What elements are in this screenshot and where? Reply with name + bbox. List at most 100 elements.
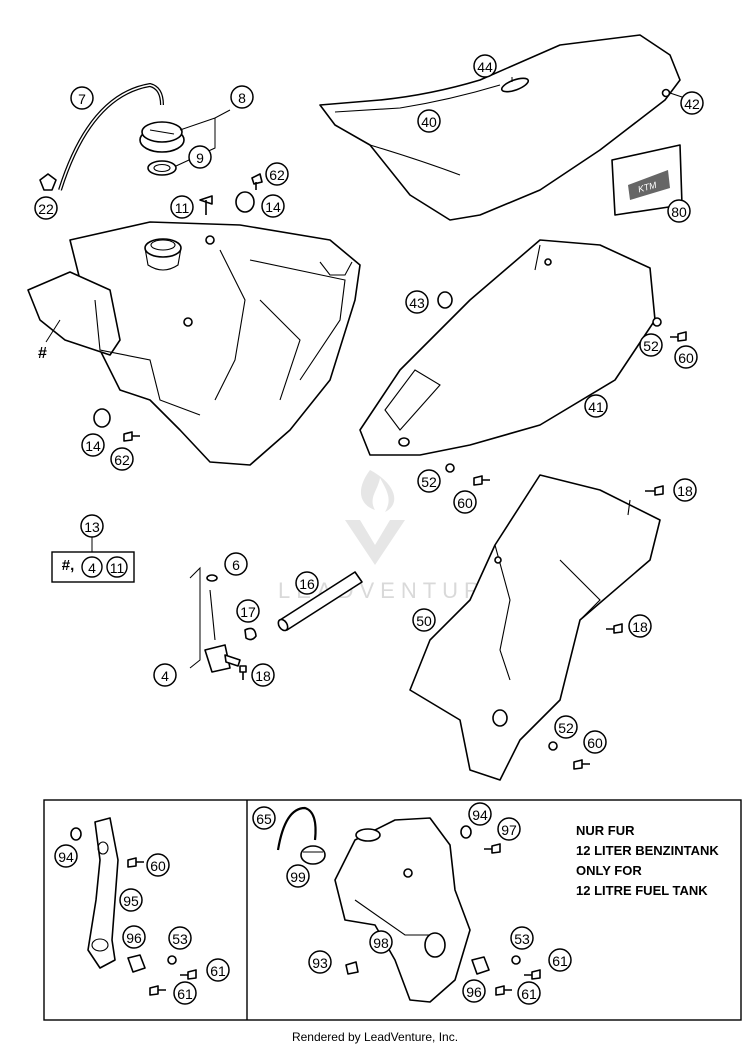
- svg-text:52: 52: [643, 338, 659, 354]
- svg-text:17: 17: [240, 604, 256, 620]
- svg-text:8: 8: [238, 90, 246, 106]
- fuel-petcock: [204, 574, 241, 673]
- svg-text:18: 18: [255, 668, 271, 684]
- decal-text: KTM: [637, 180, 658, 195]
- bushing-94-a: [70, 827, 82, 841]
- tank-note: NUR FUR 12 LITER BENZINTANK ONLY FOR 12 …: [576, 823, 719, 898]
- svg-text:62: 62: [114, 452, 130, 468]
- callout-40: 40: [417, 109, 441, 133]
- seat: [319, 34, 681, 221]
- side-panel-right: [409, 474, 661, 781]
- callout-6: 6: [224, 552, 248, 576]
- callout-14-bottom: 14: [81, 433, 105, 457]
- note-line-4: 12 LITRE FUEL TANK: [576, 883, 708, 898]
- bolt-61-d: [495, 985, 512, 996]
- svg-text:14: 14: [85, 438, 101, 454]
- svg-text:61: 61: [521, 986, 537, 1002]
- svg-text:61: 61: [210, 963, 226, 979]
- callout-98: 98: [369, 930, 393, 954]
- screw-18-b: [239, 665, 247, 680]
- svg-text:53: 53: [172, 931, 188, 947]
- svg-text:7: 7: [78, 91, 86, 107]
- fuel-cap: [139, 121, 185, 153]
- callout-61-b: 61: [173, 981, 197, 1005]
- callout-18-b: 18: [251, 663, 275, 687]
- svg-text:62: 62: [269, 167, 285, 183]
- nut-96-b: [471, 956, 490, 975]
- svg-text:97: 97: [501, 822, 517, 838]
- svg-text:80: 80: [671, 204, 687, 220]
- callout-44: 44: [473, 54, 497, 78]
- callout-8: 8: [230, 85, 254, 109]
- bolt-60-d: [127, 857, 144, 868]
- svg-text:98: 98: [373, 935, 389, 951]
- bolt-18-c: [606, 623, 623, 634]
- callout-62-bottom: 62: [110, 447, 134, 471]
- svg-text:41: 41: [588, 399, 604, 415]
- callout-22: 22: [34, 196, 58, 220]
- bolt-61-c: [524, 969, 541, 980]
- svg-text:95: 95: [123, 893, 139, 909]
- callout-61-c: 61: [548, 948, 572, 972]
- callout-62-top: 62: [265, 162, 289, 186]
- svg-text:13: 13: [84, 519, 100, 535]
- fitting-93: [345, 961, 359, 975]
- side-panel-left: [359, 239, 656, 456]
- callout-17: 17: [236, 599, 260, 623]
- callout-13: 13: [80, 514, 104, 538]
- callout-42: 42: [680, 91, 704, 115]
- grommet-43: [437, 291, 453, 309]
- callout-18-a: 18: [673, 478, 697, 502]
- svg-text:6: 6: [232, 557, 240, 573]
- callout-18-c: 18: [628, 614, 652, 638]
- svg-text:96: 96: [126, 930, 142, 946]
- vent-hose-65: [276, 806, 317, 851]
- svg-text:44: 44: [477, 59, 493, 75]
- svg-text:16: 16: [299, 576, 315, 592]
- callout-97: 97: [497, 817, 521, 841]
- callout-96-a: 96: [122, 925, 146, 949]
- callout-60-d: 60: [146, 853, 170, 877]
- note-line-1: NUR FUR: [576, 823, 635, 838]
- callout-95: 95: [119, 888, 143, 912]
- footer-credit: Rendered by LeadVenture, Inc.: [291, 1030, 459, 1044]
- svg-text:14: 14: [265, 199, 281, 215]
- kit-item-a: 4: [88, 560, 96, 576]
- bolt-97: [484, 843, 501, 854]
- rubber-bushing-bottom: [93, 408, 111, 428]
- washer-53-a: [167, 955, 177, 965]
- svg-text:60: 60: [678, 350, 694, 366]
- svg-text:60: 60: [150, 858, 166, 874]
- hose-fitting: [39, 173, 57, 191]
- svg-text:60: 60: [587, 735, 603, 751]
- callout-99: 99: [286, 864, 310, 888]
- cap-seal: [147, 160, 177, 176]
- clip-17: [244, 627, 257, 641]
- svg-text:52: 52: [421, 474, 437, 490]
- callout-4: 4: [153, 663, 177, 687]
- callout-43: 43: [405, 290, 429, 314]
- callout-53-b: 53: [510, 926, 534, 950]
- small-fuel-cap: [300, 845, 326, 865]
- kit-prefix: #,: [62, 557, 75, 574]
- callout-50: 50: [412, 608, 436, 632]
- callout-94-a: 94: [54, 844, 78, 868]
- fuel-hose: [277, 571, 363, 632]
- callout-61-d: 61: [517, 981, 541, 1005]
- callout-65: 65: [252, 806, 276, 830]
- bolt-60-a: [670, 331, 687, 342]
- optional-parts-frame: [43, 799, 742, 1021]
- svg-text:99: 99: [290, 869, 306, 885]
- svg-text:61: 61: [552, 953, 568, 969]
- svg-text:11: 11: [175, 200, 190, 216]
- callout-61-a: 61: [206, 958, 230, 982]
- washer-52-c: [548, 741, 558, 751]
- callout-96-b: 96: [462, 979, 486, 1003]
- note-line-3: ONLY FOR: [576, 863, 642, 878]
- svg-text:9: 9: [196, 150, 204, 166]
- bolt-60-c: [573, 759, 590, 770]
- callout-94-b: 94: [468, 802, 492, 826]
- hash-mark: #: [38, 345, 47, 362]
- small-fuel-tank: [334, 817, 471, 1003]
